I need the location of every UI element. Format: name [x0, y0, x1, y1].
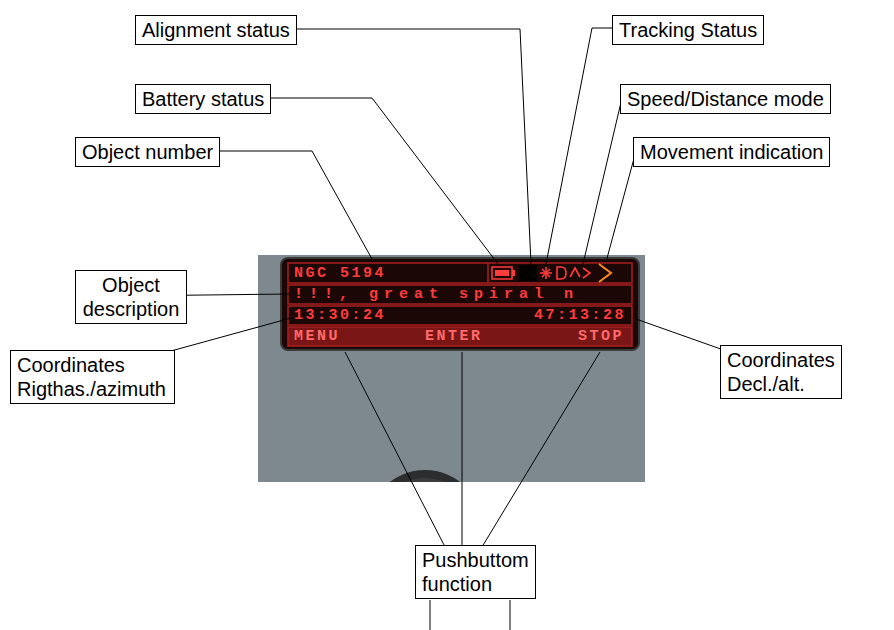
- leader-lines: [80, 28, 780, 630]
- lcd-row: [288, 285, 632, 304]
- callout-text: Battery status: [142, 87, 264, 111]
- callout-box: Object description: [75, 270, 187, 324]
- battery-tip: [512, 270, 515, 276]
- callout-box: Object number: [75, 137, 220, 167]
- leader-line: [200, 98, 498, 264]
- callout-text: Tracking Status: [619, 18, 757, 42]
- callout-text: Pushbuttom function: [422, 548, 529, 596]
- battery-level: [495, 270, 509, 276]
- knob: [367, 470, 483, 482]
- knob-face: [375, 478, 475, 482]
- callout-text: Coordinates Decl./alt.: [727, 348, 835, 396]
- callout-box: Battery status: [135, 84, 271, 114]
- display-text: ENTER: [425, 328, 483, 345]
- leader-line: [150, 151, 372, 259]
- lcd-divider: [487, 263, 489, 283]
- tracking-star: [540, 267, 552, 279]
- display-text: MENU: [294, 328, 340, 345]
- callout-box: Pushbuttom function: [415, 545, 536, 599]
- photo-background: [258, 255, 645, 482]
- callout-text: Alignment status: [142, 18, 290, 42]
- move-right-arrow: [583, 268, 590, 278]
- display-text: STOP: [578, 328, 624, 345]
- leader-line: [606, 151, 700, 262]
- callout-text: Speed/Distance mode: [627, 87, 824, 111]
- leader-line: [430, 600, 431, 630]
- callout-text: Object number: [82, 140, 213, 164]
- callout-box: Speed/Distance mode: [620, 84, 831, 114]
- leader-line: [510, 600, 511, 630]
- callout-text: Movement indication: [640, 140, 823, 164]
- callout-box: Tracking Status: [612, 15, 764, 45]
- lcd-button-row: [288, 327, 632, 346]
- display-text: !!!, great spiral n: [294, 286, 579, 303]
- leader-line: [583, 98, 700, 264]
- lcd-screen: [281, 258, 639, 350]
- callout-text: Coordinates Rigthas./azimuth: [17, 353, 168, 401]
- display-text: 13:30:24: [294, 307, 386, 324]
- alignment-block: [519, 265, 537, 281]
- lcd-row: [288, 263, 632, 283]
- callout-box: Coordinates Decl./alt.: [720, 345, 842, 399]
- move-up-arrow: [570, 268, 580, 277]
- leader-line: [200, 29, 531, 264]
- lcd-row: [288, 306, 632, 325]
- callout-box: Movement indication: [633, 137, 830, 167]
- callout-box: Coordinates Rigthas./azimuth: [10, 350, 175, 404]
- callout-box: Alignment status: [135, 15, 297, 45]
- movement-indicator: [599, 264, 611, 282]
- display-text: NGC 5194: [294, 265, 386, 282]
- display-text: 47:13:28: [534, 307, 626, 324]
- callout-text: Object description: [82, 273, 180, 321]
- battery-icon: [492, 267, 512, 279]
- mode-symbol: [557, 267, 566, 279]
